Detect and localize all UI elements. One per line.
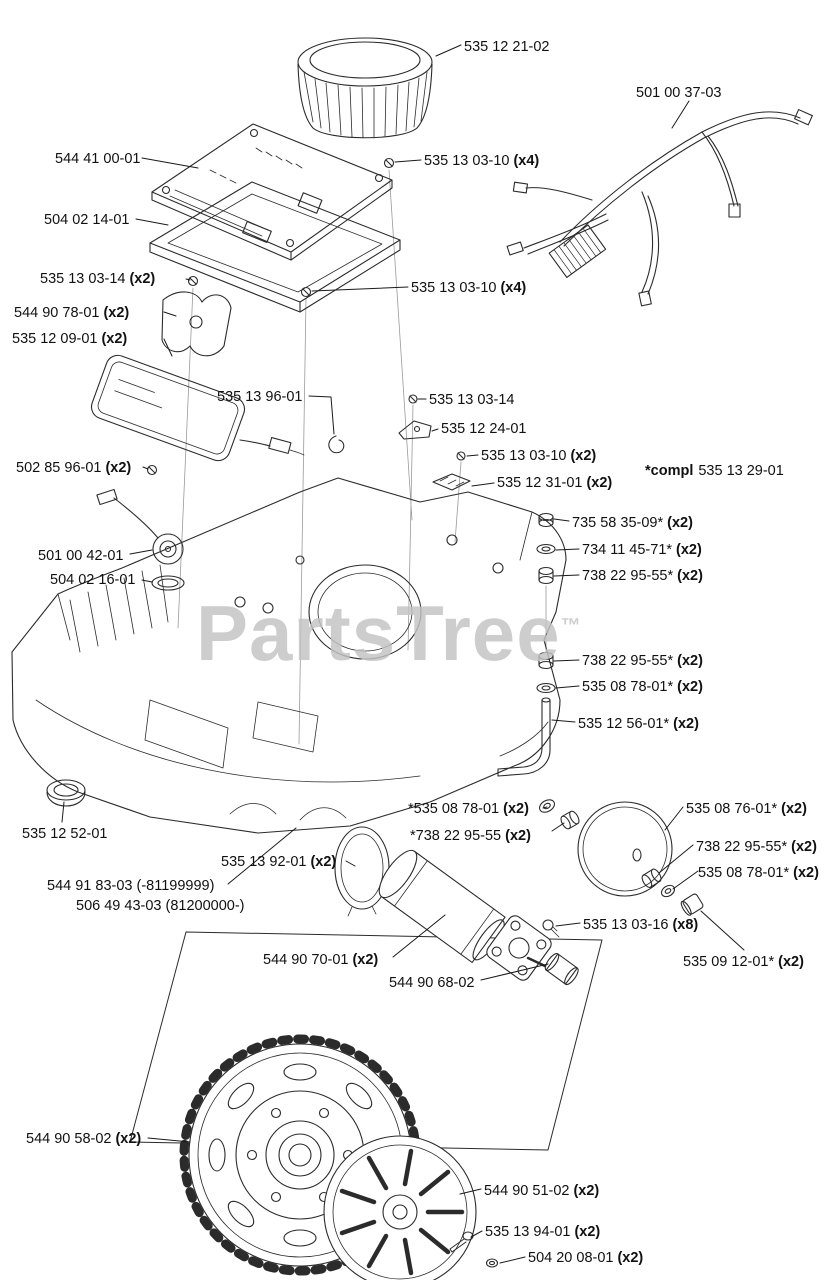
bushing-738-22-95-c <box>560 810 580 830</box>
part-label-501-00-37-03[interactable]: 501 00 37-03 <box>636 85 722 101</box>
wheel-cover <box>323 1135 477 1280</box>
screw-535-13-03-14-b <box>408 394 418 404</box>
part-label-535-13-92-01[interactable]: 535 13 92-01(x2) <box>221 854 337 870</box>
part-label-535-13-03-16[interactable]: 535 13 03-16(x8) <box>583 917 699 933</box>
cable-bracket <box>161 291 232 357</box>
chassis-body <box>11 477 567 834</box>
leader-lines <box>61 44 745 1264</box>
screw-535-13-03-10-b <box>300 286 312 298</box>
part-label-506-49-43-03[interactable]: 506 49 43-03 (81200000-) <box>76 898 245 914</box>
part-label-544-90-78-01[interactable]: 544 90 78-01(x2) <box>14 305 130 321</box>
top-cap <box>297 37 433 139</box>
part-label-535-12-21-02[interactable]: 535 12 21-02 <box>464 39 550 55</box>
coupling <box>544 953 579 986</box>
part-label-535-13-96-01[interactable]: 535 13 96-01 <box>217 389 303 405</box>
screw-535-13-03-16 <box>542 919 560 938</box>
wheel-motor <box>378 849 552 981</box>
sealing-ring <box>151 575 185 591</box>
cable-hook <box>328 435 345 454</box>
gasket <box>334 826 390 917</box>
bushing-738-22-95-d <box>641 868 662 888</box>
part-label-738-22-95-55-d[interactable]: 738 22 95-55*(x2) <box>696 839 817 855</box>
part-label-735-58-35-09[interactable]: 735 58 35-09*(x2) <box>572 515 693 531</box>
part-label-535-12-24-01[interactable]: 535 12 24-01 <box>441 421 527 437</box>
part-label-535-08-76-01[interactable]: 535 08 76-01*(x2) <box>686 801 807 817</box>
battery <box>90 354 246 462</box>
part-label-544-90-51-02[interactable]: 544 90 51-02(x2) <box>484 1183 600 1199</box>
part-label-734-11-45-71[interactable]: 734 11 45-71*(x2) <box>582 542 702 558</box>
part-label-535-13-03-10-a[interactable]: 535 13 03-10(x4) <box>424 153 540 169</box>
part-label-535-08-78-01-c[interactable]: 535 08 78-01*(x2) <box>698 865 819 881</box>
part-label-504-20-08-01[interactable]: 504 20 08-01(x2) <box>528 1250 644 1266</box>
washer-535-08-78-a <box>536 682 556 694</box>
part-label-535-13-03-10-c[interactable]: 535 13 03-10(x2) <box>481 448 597 464</box>
part-label-535-12-09-01[interactable]: 535 12 09-01(x2) <box>12 331 128 347</box>
assembly-guide-lines <box>177 169 547 745</box>
wiring-harness <box>506 109 813 307</box>
screw-535-13-03-14-a <box>187 275 199 287</box>
part-label-544-90-58-02[interactable]: 544 90 58-02(x2) <box>26 1131 142 1147</box>
part-label-544-41-00-01[interactable]: 544 41 00-01 <box>55 151 141 167</box>
part-label-738-22-95-55-c[interactable]: *738 22 95-55(x2) <box>410 828 531 844</box>
bushing-738-22-95-a <box>538 566 554 585</box>
hinge-pin <box>497 697 551 777</box>
bushing-738-22-95-b <box>538 651 554 670</box>
harness-main-connector <box>548 224 607 278</box>
screw-535-13-03-10-c <box>456 451 466 461</box>
nut-735-58-35 <box>538 512 554 528</box>
part-label-535-08-78-01-b[interactable]: *535 08 78-01(x2) <box>408 801 529 817</box>
hub-cap <box>680 893 704 916</box>
circuit-board <box>151 123 393 261</box>
part-label-535-12-52-01[interactable]: 535 12 52-01 <box>22 826 108 842</box>
battery-cable <box>239 437 305 456</box>
ring-535-12-52 <box>46 779 86 807</box>
motor-mount-plate <box>486 915 552 981</box>
nut-504-20-08 <box>485 1258 499 1268</box>
part-label-501-00-42-01[interactable]: 501 00 42-01 <box>38 548 124 564</box>
screw-535-13-94 <box>449 1231 474 1253</box>
part-label-535-09-12-01[interactable]: 535 09 12-01*(x2) <box>683 954 804 970</box>
part-label-535-12-56-01[interactable]: 535 12 56-01*(x2) <box>578 716 699 732</box>
part-label-544-91-83-03[interactable]: 544 91 83-03 (-81199999) <box>47 878 215 894</box>
part-label-535-12-31-01[interactable]: 535 12 31-01(x2) <box>497 475 613 491</box>
part-label-504-02-16-01[interactable]: 504 02 16-01 <box>50 572 136 588</box>
bracket-plate <box>398 420 432 440</box>
part-label-504-02-14-01[interactable]: 504 02 14-01 <box>44 212 130 228</box>
part-label-535-13-03-10-b[interactable]: 535 13 03-10(x4) <box>411 280 527 296</box>
washer-535-08-78-b <box>538 799 556 813</box>
contact-plate <box>432 473 471 491</box>
part-label-502-85-96-01[interactable]: 502 85 96-01(x2) <box>16 460 132 476</box>
part-label-535-13-94-01[interactable]: 535 13 94-01(x2) <box>485 1224 601 1240</box>
speaker-cable <box>96 488 159 539</box>
part-label-535-08-78-01-a[interactable]: 535 08 78-01*(x2) <box>582 679 703 695</box>
loudspeaker <box>152 533 184 565</box>
part-label-738-22-95-55-a[interactable]: 738 22 95-55*(x2) <box>582 568 703 584</box>
part-label-544-90-70-01[interactable]: 544 90 70-01(x2) <box>263 952 379 968</box>
part-label-738-22-95-55-b[interactable]: 738 22 95-55*(x2) <box>582 653 703 669</box>
chassis-top-cover <box>149 181 401 313</box>
screw-502-85-96 <box>146 464 158 476</box>
washer-535-08-78-c <box>660 884 676 898</box>
screw-535-13-03-10-a <box>383 157 395 169</box>
part-label-535-13-03-14-a[interactable]: 535 13 03-14(x2) <box>40 271 156 287</box>
part-label-535-13-03-14-b[interactable]: 535 13 03-14 <box>429 392 515 408</box>
part-label-544-90-68-02[interactable]: 544 90 68-02 <box>389 975 475 991</box>
washer-734-11-45 <box>536 543 556 555</box>
